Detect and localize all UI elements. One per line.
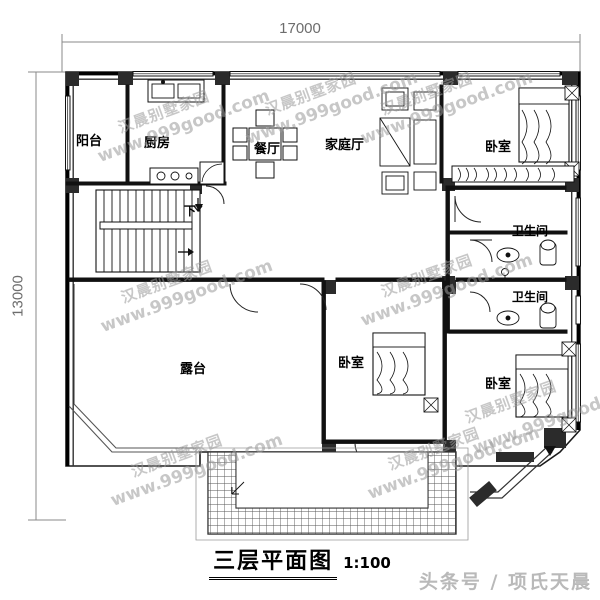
- dining-set: [232, 109, 298, 179]
- room-label-bathroom-1: 卫生间: [512, 224, 549, 238]
- staircase: [95, 189, 203, 273]
- stair-direction-down: 下: [184, 204, 197, 218]
- bed-se: [515, 341, 577, 433]
- plan-scale: 1:100: [343, 554, 391, 572]
- room-label-bedroom-mid: 卧室: [338, 356, 365, 371]
- room-label-terrace: 露台: [180, 362, 207, 377]
- dimension-top-17000: 17000: [279, 20, 321, 37]
- bottom-planter: [195, 447, 469, 541]
- room-label-dining: 餐厅: [254, 142, 281, 157]
- author-credit: 头条号 / 项氏天晨: [418, 571, 592, 593]
- room-label-bedroom-ne: 卧室: [485, 140, 512, 155]
- plan-title-block: 三层平面图 1:100: [0, 543, 600, 580]
- room-label-bedroom-se: 卧室: [485, 377, 512, 392]
- interior-walls: [65, 84, 568, 444]
- room-label-bathroom-2: 卫生间: [512, 290, 549, 304]
- room-label-balcony: 阳台: [76, 134, 103, 149]
- angled-wall-se: [469, 445, 556, 507]
- dimension-lines: [28, 34, 581, 521]
- terrace-railing: [68, 403, 200, 453]
- bed-ne: [451, 85, 580, 183]
- bed-mid: [372, 332, 439, 413]
- bathroom-fixtures: [496, 239, 557, 329]
- kitchen-fixtures: [147, 79, 225, 185]
- dimension-left-13000: 13000: [9, 275, 27, 317]
- windows: [65, 71, 581, 423]
- room-label-kitchen: 厨房: [144, 136, 171, 151]
- family-hall-furniture: [379, 87, 437, 195]
- page-title: 三层平面图: [209, 543, 338, 580]
- room-label-family-hall: 家庭厅: [325, 138, 365, 153]
